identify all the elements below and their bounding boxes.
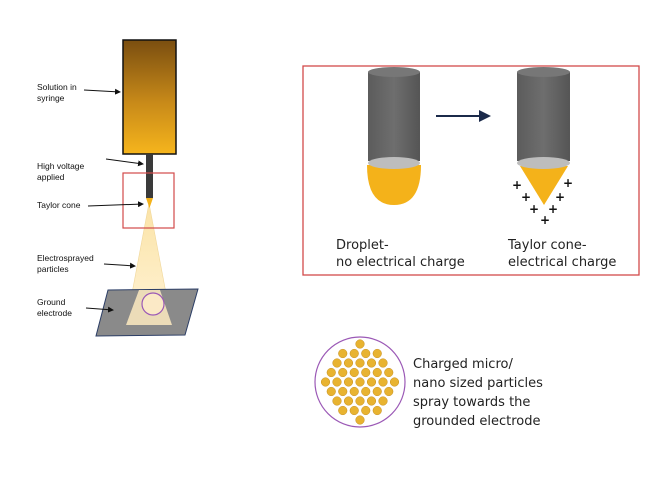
cone-cylinder-top	[517, 67, 570, 77]
plus-sign: +	[540, 213, 550, 227]
particle-dot	[355, 396, 365, 406]
plus-sign: +	[529, 202, 539, 216]
particle-dot	[378, 396, 388, 406]
charge-inset: +++++++	[302, 65, 640, 276]
particle-dot	[320, 377, 331, 387]
particle-dot	[349, 348, 359, 359]
particle-dot	[361, 348, 371, 359]
solution-arrow	[83, 88, 121, 95]
particle-dot	[372, 367, 382, 378]
particle-dot	[343, 377, 354, 387]
particle-dot	[361, 367, 371, 378]
particle-dot	[349, 367, 359, 378]
particle-dot	[372, 348, 382, 359]
particle-dot	[378, 377, 388, 387]
particle-dot	[343, 396, 354, 406]
charged-particles	[314, 336, 406, 428]
particle-dot	[332, 377, 342, 387]
droplet-cylinder-rim	[368, 157, 420, 169]
cone-cylinder-rim	[517, 157, 570, 169]
cone-cylinder-body	[517, 72, 570, 161]
label-high-voltage: High voltage applied	[37, 161, 85, 182]
syringe	[122, 39, 177, 155]
taylor-cone-caption: Taylor cone- electrical charge	[508, 238, 617, 270]
particle-dot	[338, 386, 348, 397]
droplet-blob	[367, 165, 421, 205]
taylor-cone-highlight-box	[122, 172, 175, 229]
voltage-arrow	[105, 158, 144, 167]
droplet-cylinder-body	[368, 72, 420, 161]
particle-dot	[349, 386, 359, 397]
droplet-caption: Droplet- no electrical charge	[336, 238, 465, 270]
particle-dot	[332, 358, 342, 368]
particle-zoom-circle	[141, 292, 165, 316]
particle-dot	[361, 386, 371, 397]
plus-sign: +	[521, 190, 531, 204]
particle-dot	[389, 377, 400, 387]
particle-dot	[326, 367, 336, 378]
needle	[146, 154, 153, 198]
electrospray-apparatus	[83, 39, 199, 337]
label-taylor-cone: Taylor cone	[37, 200, 81, 210]
plus-sign: +	[512, 178, 522, 192]
taylor-cone-shape	[520, 166, 568, 205]
particle-dot	[326, 386, 336, 397]
particle-dot	[338, 348, 348, 359]
particle-dot	[372, 405, 382, 416]
label-electrosprayed: Electrosprayed particles	[37, 253, 94, 274]
particle-dot	[338, 367, 348, 378]
taylor-cone-nozzle	[517, 67, 570, 205]
particles-caption: Charged micro/ nano sized particles spra…	[413, 357, 543, 429]
charge-plus-signs: +++++++	[512, 176, 573, 227]
particle-dot	[384, 367, 394, 378]
droplet-nozzle	[367, 67, 421, 205]
taylor-cone-arrow	[87, 201, 144, 208]
particle-dot	[343, 358, 354, 368]
taylor-cone-tip	[146, 198, 153, 208]
particle-dot	[366, 358, 377, 368]
particle-dot	[366, 377, 377, 387]
particle-dot	[355, 339, 365, 349]
particle-dot	[372, 386, 382, 397]
inset-border	[302, 65, 640, 276]
particle-dots	[320, 339, 400, 425]
plus-sign: +	[555, 190, 565, 204]
plus-sign: +	[548, 202, 558, 216]
particle-dot	[378, 358, 388, 368]
particle-dot	[355, 415, 365, 425]
particle-dot	[366, 396, 377, 406]
particle-dot	[332, 396, 342, 406]
particle-dot	[355, 358, 365, 368]
particle-dot	[361, 405, 371, 416]
label-ground-electrode: Ground electrode	[37, 297, 72, 318]
particle-dot	[355, 377, 365, 387]
particle-dot	[384, 386, 394, 397]
particle-dot	[338, 405, 348, 416]
plus-sign: +	[563, 176, 573, 190]
sprayed-arrow	[103, 262, 136, 269]
label-solution: Solution in syringe	[37, 82, 77, 103]
particle-dot	[349, 405, 359, 416]
ground-arrow	[85, 306, 114, 313]
droplet-cylinder-top	[368, 67, 420, 77]
